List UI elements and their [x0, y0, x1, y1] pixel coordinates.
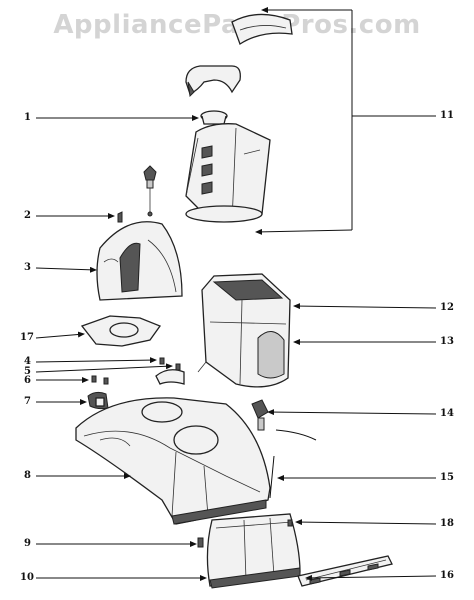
top-cap-part — [231, 13, 293, 45]
small-fastener-parts — [91, 357, 185, 385]
nozzle-plate-part — [206, 513, 301, 589]
float-cap-part — [200, 110, 228, 125]
valve-part — [251, 399, 269, 431]
leader-lines — [35, 7, 437, 581]
callout-8: 8 — [24, 470, 31, 481]
clip-part — [197, 537, 204, 548]
brush-strip-part — [297, 555, 393, 587]
nozzle-cover-part — [96, 221, 183, 301]
hose-part — [269, 429, 317, 499]
callout-1: 1 — [24, 112, 31, 123]
carry-handle-part — [185, 65, 241, 98]
callout-15: 15 — [440, 472, 454, 483]
callout-11: 11 — [440, 110, 454, 121]
latch-part — [87, 391, 109, 410]
callout-2: 2 — [24, 210, 31, 221]
callout-17: 17 — [20, 332, 34, 343]
spray-nozzle-part — [117, 165, 157, 223]
callout-14: 14 — [440, 408, 454, 419]
clean-water-tank-part — [185, 123, 271, 223]
callout-12: 12 — [440, 302, 454, 313]
callout-5: 5 — [24, 366, 31, 377]
callout-6: 6 — [24, 375, 31, 386]
dirty-water-tank-part — [197, 273, 291, 388]
callout-4: 4 — [24, 356, 31, 367]
callout-18: 18 — [440, 518, 454, 529]
callout-16: 16 — [440, 570, 454, 581]
gasket-part — [80, 315, 162, 347]
callout-7: 7 — [24, 396, 31, 407]
callout-13: 13 — [440, 336, 454, 347]
callout-9: 9 — [24, 538, 31, 549]
callout-3: 3 — [24, 262, 31, 273]
screw-part — [287, 519, 293, 527]
base-housing-part — [75, 397, 271, 525]
callout-10: 10 — [20, 572, 34, 583]
